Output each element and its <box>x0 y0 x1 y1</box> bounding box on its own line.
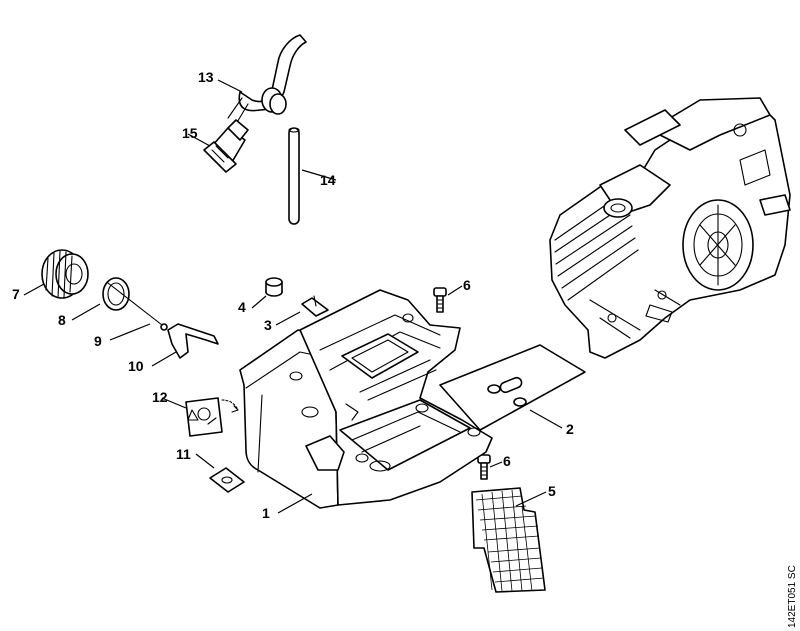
drawing-code: 142ET051 SC <box>787 565 798 628</box>
screw-upper-part <box>433 287 447 313</box>
callout-6-lower: 6 <box>503 453 511 469</box>
leader-2 <box>529 409 563 429</box>
valve-part <box>301 295 329 317</box>
fuel-hose-part <box>227 34 307 125</box>
tube-part <box>288 127 300 225</box>
leader-3 <box>275 311 301 326</box>
callout-13: 13 <box>198 69 214 85</box>
callout-10: 10 <box>128 358 144 374</box>
callout-1: 1 <box>262 505 270 521</box>
gasket-part <box>439 344 586 431</box>
label-plate-part <box>185 397 239 437</box>
leader-15 <box>187 133 211 147</box>
engine-assembly-drawing <box>549 97 791 359</box>
leader-13 <box>217 79 243 93</box>
callout-9: 9 <box>94 333 102 349</box>
fuel-filter-part <box>203 119 249 173</box>
leader-7 <box>23 283 45 296</box>
screw-lower-part <box>477 454 491 480</box>
leader-9 <box>109 323 151 341</box>
leader-6b <box>489 461 503 468</box>
callout-8: 8 <box>58 312 66 328</box>
leader-4 <box>251 295 267 309</box>
leader-1 <box>277 493 313 514</box>
leader-10 <box>151 351 177 367</box>
leader-11 <box>195 453 215 469</box>
retaining-cord-part <box>107 282 168 331</box>
seal-ring-part <box>102 277 130 311</box>
callout-11: 11 <box>176 446 191 462</box>
callout-5: 5 <box>548 483 556 499</box>
leader-6a <box>447 285 463 296</box>
plug-part <box>265 277 283 297</box>
retainer-clip-part <box>167 323 219 359</box>
leader-12 <box>161 397 187 409</box>
callout-4: 4 <box>238 299 246 315</box>
callout-15: 15 <box>182 125 198 141</box>
fuel-tank-housing-part <box>239 289 493 509</box>
heat-shield-part <box>471 487 546 593</box>
callout-12: 12 <box>152 389 168 405</box>
callout-labels: 1 2 3 4 5 6 6 7 8 9 10 11 12 13 14 15 <box>12 69 574 521</box>
callout-6-upper: 6 <box>463 277 471 293</box>
callout-2: 2 <box>566 421 574 437</box>
callout-7: 7 <box>12 286 20 302</box>
leader-lines <box>23 79 563 514</box>
callout-14: 14 <box>320 172 336 188</box>
callout-3: 3 <box>264 317 272 333</box>
nut-part <box>209 467 245 493</box>
tank-cap-part <box>41 249 89 299</box>
leader-5 <box>515 491 547 507</box>
leader-8 <box>71 303 101 321</box>
leader-14 <box>301 169 337 181</box>
